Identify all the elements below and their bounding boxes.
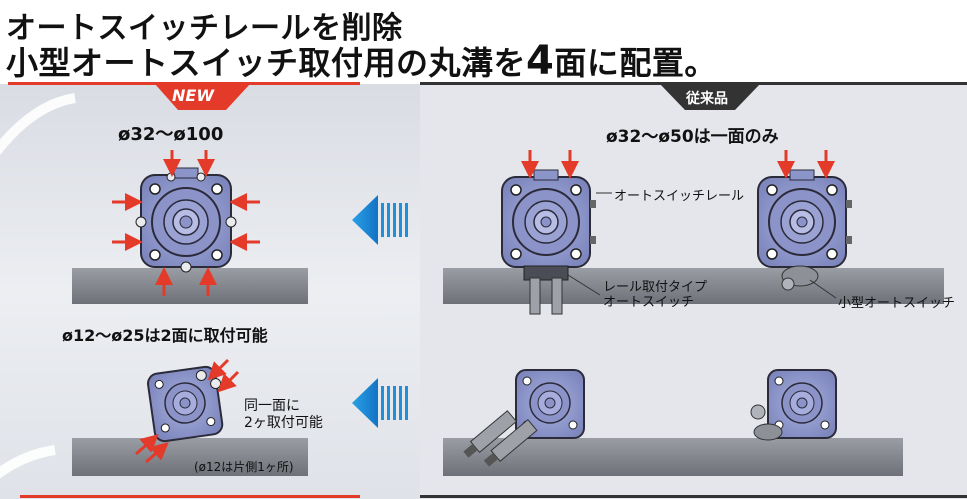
note-same-face-line-1: 同一面に <box>244 398 300 414</box>
conventional-badge-label: 従来品 <box>686 91 728 107</box>
callout-leader <box>809 279 837 299</box>
callout-small-switch: 小型オートスイッチ <box>838 296 956 311</box>
callout-rail-switch-line-1: レール取付タイプ <box>603 280 708 295</box>
headline-face-count: 4 <box>526 38 555 84</box>
transition-arrow-icon <box>352 378 408 428</box>
conventional-cylinder-small-size <box>463 369 585 467</box>
new-badge-label: NEW <box>172 86 214 105</box>
headline-line-2-part-a: 小型オートスイッチ取付用の丸溝を <box>6 44 527 82</box>
headline-line-2: 小型オートスイッチ取付用の丸溝を4面に配置。 <box>6 38 717 84</box>
new-badge <box>155 84 250 110</box>
note-small-size: (ø12は片側1ヶ所) <box>194 460 294 474</box>
callout-leader <box>567 274 601 296</box>
mount-surface <box>72 438 308 476</box>
callout-rail: オートスイッチレール <box>614 189 745 204</box>
conventional-cylinder-small-size <box>750 369 837 441</box>
callout-rail-switch: レール取付タイプ オートスイッチ <box>603 280 707 310</box>
new-small-size-label: ø12〜ø25は2面に取付可能 <box>62 326 268 345</box>
new-divider-line <box>8 82 360 85</box>
conventional-size-label: ø32〜ø50は一面のみ <box>606 127 779 147</box>
conventional-cylinder-rail <box>501 169 596 315</box>
mount-surface <box>72 268 308 304</box>
new-size-label: ø32〜ø100 <box>118 124 224 145</box>
conventional-badge <box>660 84 760 110</box>
note-same-face-line-2: 2ヶ取付可能 <box>244 415 323 431</box>
conventional-cylinder-small <box>757 169 852 291</box>
note-same-face: 同一面に 2ヶ取付可能 <box>244 398 323 432</box>
new-cylinder-large <box>135 167 237 273</box>
conventional-divider-line <box>420 82 967 85</box>
transition-arrow-icon <box>352 195 408 245</box>
callout-rail-switch-line-2: オートスイッチ <box>603 295 695 310</box>
headline-line-1: オートスイッチレールを削除 <box>6 11 403 46</box>
new-cylinder-small <box>147 365 224 443</box>
mount-direction-arrows <box>112 150 260 296</box>
headline-line-2-part-b: 面に配置。 <box>554 44 717 82</box>
